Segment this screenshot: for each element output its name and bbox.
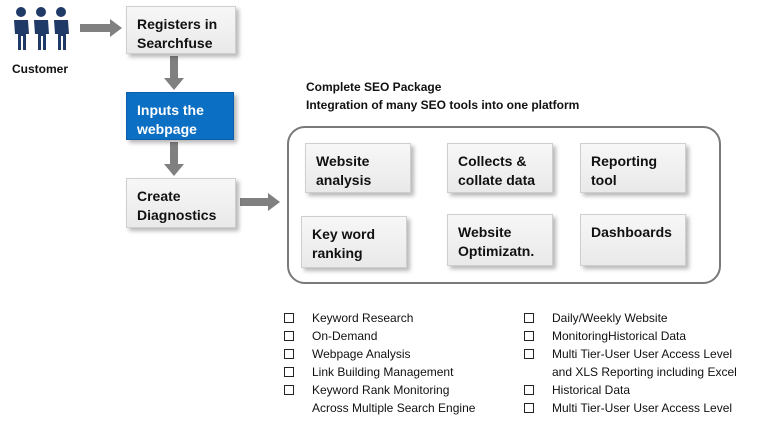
feature-text: Multi Tier-User User Access Level [552,347,733,361]
feature-text: Webpage Analysis [312,347,411,361]
arrow-create-to-package [240,193,280,211]
feature-item: Daily/Weekly Website [522,309,762,327]
checkbox-icon [284,367,294,377]
tool-dashboards: Dashboards [580,214,686,266]
feature-item: Multi Tier-User User Access Level [522,345,762,363]
feature-item: Keyword Research [282,309,507,327]
inputs-webpage-box: Inputs the webpage [126,92,234,140]
feature-item: Link Building Management [282,363,507,381]
seo-package-container [287,126,721,284]
arrow-inputs-to-create [164,142,184,176]
package-heading-line2: Integration of many SEO tools into one p… [306,98,580,112]
feature-text: On-Demand [312,329,378,343]
arrow-customer-to-registers [80,19,122,37]
feature-item: Webpage Analysis [282,345,507,363]
feature-item: and XLS Reporting including Excel [522,363,762,381]
checkbox-icon [524,385,534,395]
checkbox-spacer [524,367,534,377]
customer-label: Customer [12,62,69,76]
feature-item: MonitoringHistorical Data [522,327,762,345]
checkbox-spacer [284,403,294,413]
tool-keyword-ranking: Key word ranking [301,216,407,268]
feature-item: Across Multiple Search Engine [282,399,507,417]
feature-item: Historical Data [522,381,762,399]
tool-website-analysis: Website analysis [305,143,411,193]
package-heading-line1: Complete SEO Package [306,80,442,94]
feature-text: Keyword Rank Monitoring [312,383,450,397]
feature-item: Keyword Rank Monitoring [282,381,507,399]
package-heading: Complete SEO Package Integration of many… [306,78,579,114]
checkbox-icon [284,331,294,341]
feature-text: Across Multiple Search Engine [312,401,476,415]
feature-text: MonitoringHistorical Data [552,329,687,343]
checkbox-icon [524,403,534,413]
tool-website-optimization: Website Optimizatn. [447,214,553,266]
features-left-list: Keyword Research On-Demand Webpage Analy… [282,309,507,417]
checkbox-icon [524,313,534,323]
feature-item: Multi Tier-User User Access Level [522,399,762,417]
feature-item: On-Demand [282,327,507,345]
checkbox-icon [284,349,294,359]
checkbox-icon [524,349,534,359]
create-diagnostics-box: Create Diagnostics [126,178,236,228]
feature-text: Keyword Research [312,311,414,325]
features-right-list: Daily/Weekly Website MonitoringHistorica… [522,309,762,417]
checkbox-icon [284,385,294,395]
feature-text: and XLS Reporting including Excel [552,365,737,379]
arrow-registers-to-inputs [164,56,184,90]
checkbox-icon [524,331,534,341]
feature-text: Link Building Management [312,365,454,379]
checkbox-icon [284,313,294,323]
tool-reporting: Reporting tool [580,143,686,193]
customer-group-icon [14,7,69,50]
feature-text: Daily/Weekly Website [552,311,668,325]
feature-text: Multi Tier-User User Access Level [552,401,733,415]
registers-box: Registers in Searchfuse [126,6,236,54]
feature-text: Historical Data [552,383,631,397]
tool-collect-data: Collects & collate data [447,143,553,193]
